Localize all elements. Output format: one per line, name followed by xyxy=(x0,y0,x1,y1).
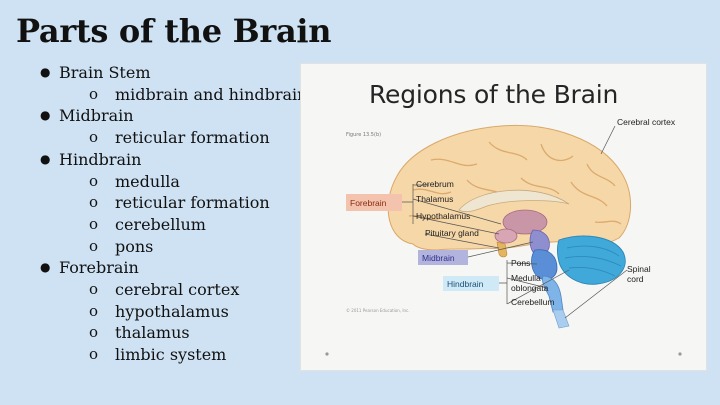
bullet-label: Hindbrain xyxy=(59,149,142,169)
medulla-oblongata-label: Medulla oblongata xyxy=(511,273,549,293)
midbrain-tag-label: Midbrain xyxy=(422,253,455,263)
cerebral-cortex-label: Cerebral cortex xyxy=(617,117,676,127)
pituitary-gland-label: Pituitary gland xyxy=(425,228,479,238)
sub-bullet-item: pons xyxy=(59,236,307,258)
bullet-item: Brain Stem midbrain and hindbrain xyxy=(40,62,307,105)
cerebrum-label: Cerebrum xyxy=(416,179,454,189)
bullet-item: Midbrain reticular formation xyxy=(40,105,307,148)
bullet-item: Hindbrain medulla reticular formation ce… xyxy=(40,149,307,258)
spinal-cord-shape xyxy=(552,309,570,329)
sub-bullet-item: cerebral cortex xyxy=(59,279,307,301)
sub-bullet-item: thalamus xyxy=(59,322,307,344)
medulla-label-line1: Medulla xyxy=(511,273,541,283)
cerebellum-shape xyxy=(557,235,626,285)
figure-caption: Figure 13.5(b) xyxy=(346,132,382,138)
slide-title: Parts of the Brain xyxy=(16,12,332,50)
sub-bullet-item: reticular formation xyxy=(59,192,307,214)
corpus-callosum-shape xyxy=(458,189,570,213)
midbrain-tag xyxy=(418,250,468,265)
bullet-item: Forebrain cerebral cortex hypothalamus t… xyxy=(40,257,307,366)
thalamus-label: Thalamus xyxy=(416,194,453,204)
sub-bullet-item: hypothalamus xyxy=(59,301,307,323)
sub-bullet-item: midbrain and hindbrain xyxy=(59,84,307,106)
forebrain-tag xyxy=(346,194,402,211)
cerebrum-shape xyxy=(387,124,632,251)
sub-bullet-item: medulla xyxy=(59,171,307,193)
hindbrain-tag-label: Hindbrain xyxy=(447,279,484,289)
hypothalamus-shape xyxy=(494,228,518,244)
spinal-cord-label-line2: cord xyxy=(627,274,644,284)
sub-bullet-list: midbrain and hindbrain xyxy=(59,84,307,106)
bullet-label: Midbrain xyxy=(59,106,134,126)
pons-label: Pons xyxy=(511,258,530,268)
spinal-cord-label-line1: Spinal xyxy=(627,264,651,274)
brain-diagram: Forebrain Midbrain Hindbrain Cerebral co… xyxy=(325,117,682,356)
sub-bullet-item: limbic system xyxy=(59,344,307,366)
medulla-label-line2: oblongata xyxy=(511,283,549,293)
leader-lines xyxy=(402,125,628,319)
bullet-list: Brain Stem midbrain and hindbrain Midbra… xyxy=(40,62,307,366)
brain-regions-figure: Forebrain Midbrain Hindbrain Cerebral co… xyxy=(300,63,707,371)
figure-title: Regions of the Brain xyxy=(369,80,619,109)
hypothalamus-label: Hypothalamus xyxy=(416,211,470,221)
corner-dot xyxy=(325,352,329,356)
corner-dot xyxy=(678,352,682,356)
sub-bullet-list: medulla reticular formation cerebellum p… xyxy=(59,171,307,258)
cerebellum-label: Cerebellum xyxy=(511,297,554,307)
figure-credit: © 2011 Pearson Education, Inc. xyxy=(346,308,410,313)
forebrain-tag-label: Forebrain xyxy=(350,198,387,208)
hindbrain-tag xyxy=(443,276,499,291)
sub-bullet-item: reticular formation xyxy=(59,127,307,149)
cerebral-cortex-label-text: Cerebral cortex xyxy=(617,117,676,127)
sub-bullet-list: reticular formation xyxy=(59,127,307,149)
sub-bullet-list: cerebral cortex hypothalamus thalamus li… xyxy=(59,279,307,366)
sub-bullet-item: cerebellum xyxy=(59,214,307,236)
bullet-label: Brain Stem xyxy=(59,63,151,82)
bullet-label: Forebrain xyxy=(59,258,139,278)
cerebellum-folds xyxy=(564,245,622,277)
thalamus-shape xyxy=(502,209,548,235)
spinal-cord-label: Spinal cord xyxy=(627,264,653,284)
